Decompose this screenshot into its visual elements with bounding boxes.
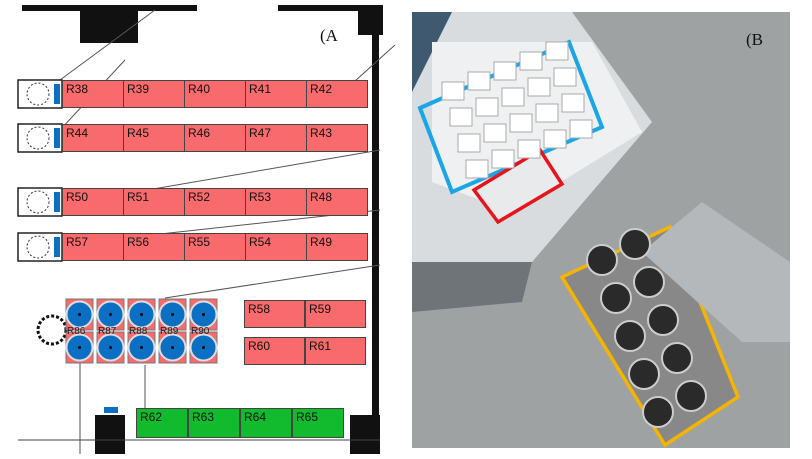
render-tank-icon — [647, 304, 679, 336]
tank-label-R89: R89 — [160, 326, 179, 337]
render-rack-icon — [449, 107, 473, 127]
render-tank-icon — [675, 380, 707, 412]
rack-R59: R59 — [305, 300, 366, 328]
render-rack-icon — [519, 51, 543, 71]
rack-R53: R53 — [245, 188, 307, 216]
render-tank-icon — [642, 396, 674, 428]
render-tank-icon — [586, 244, 618, 276]
rack-R49: R49 — [306, 233, 368, 261]
tank-label-R87: R87 — [98, 326, 117, 337]
render-tank-icon — [600, 282, 632, 314]
rack-R40: R40 — [184, 80, 246, 108]
rack-R46: R46 — [184, 124, 246, 152]
render-rack-icon — [553, 67, 577, 87]
rack-R50: R50 — [62, 188, 124, 216]
render-rack-icon — [465, 159, 489, 179]
render-tank-icon — [619, 228, 651, 260]
panel-b-3d-render: (B — [412, 12, 790, 448]
rack-R45: R45 — [123, 124, 185, 152]
render-rack-icon — [457, 133, 481, 153]
render-rack-icon — [535, 103, 559, 123]
render-rack-icon — [441, 81, 465, 101]
panel-a-label: (A — [320, 26, 338, 45]
render-rack-icon — [501, 87, 525, 107]
render-rack-icon — [509, 113, 533, 133]
floor-plan-walls: R86 R87 R88 R89 R90 — [17, 5, 396, 454]
red-highlight-box — [471, 147, 565, 225]
render-tank-icon — [628, 358, 660, 390]
render-rack-icon — [561, 93, 585, 113]
render-rack-icon — [467, 71, 491, 91]
render-rack-icon — [491, 149, 515, 169]
rack-R48: R48 — [306, 188, 368, 216]
rack-R60: R60 — [244, 337, 305, 365]
rack-R62: R62 — [136, 408, 188, 438]
render-3d-view — [412, 12, 790, 448]
rack-R51: R51 — [123, 188, 185, 216]
rack-R55: R55 — [184, 233, 246, 261]
tank-label-R88: R88 — [129, 326, 148, 337]
render-rack-icon — [493, 61, 517, 81]
render-rack-icon — [475, 97, 499, 117]
rack-R58: R58 — [244, 300, 305, 328]
rack-R61: R61 — [305, 337, 366, 365]
rack-R64: R64 — [240, 408, 292, 438]
render-rack-icon — [517, 139, 541, 159]
rack-R65: R65 — [292, 408, 344, 438]
rack-R54: R54 — [245, 233, 307, 261]
rack-R44: R44 — [62, 124, 124, 152]
tank-label-R90: R90 — [191, 326, 210, 337]
rack-R57: R57 — [62, 233, 124, 261]
panel-b-label: (B — [746, 30, 763, 49]
blue-highlight-box — [417, 39, 605, 195]
rack-R38: R38 — [62, 80, 124, 108]
render-rack-icon — [527, 77, 551, 97]
rack-R42: R42 — [306, 80, 368, 108]
render-rack-icon — [569, 119, 593, 139]
rack-R52: R52 — [184, 188, 246, 216]
render-rack-icon — [483, 123, 507, 143]
filter-unit-icon — [36, 314, 68, 346]
render-tank-icon — [614, 320, 646, 352]
rack-R41: R41 — [245, 80, 307, 108]
tank-label-R86: R86 — [67, 326, 86, 337]
render-tank-icon — [633, 266, 665, 298]
render-rack-icon — [545, 41, 569, 61]
rack-R63: R63 — [188, 408, 240, 438]
rack-R56: R56 — [123, 233, 185, 261]
render-tank-icon — [661, 342, 693, 374]
rack-R43: R43 — [306, 124, 368, 152]
rack-R39: R39 — [123, 80, 185, 108]
rack-R47: R47 — [245, 124, 307, 152]
render-rack-icon — [543, 129, 567, 149]
